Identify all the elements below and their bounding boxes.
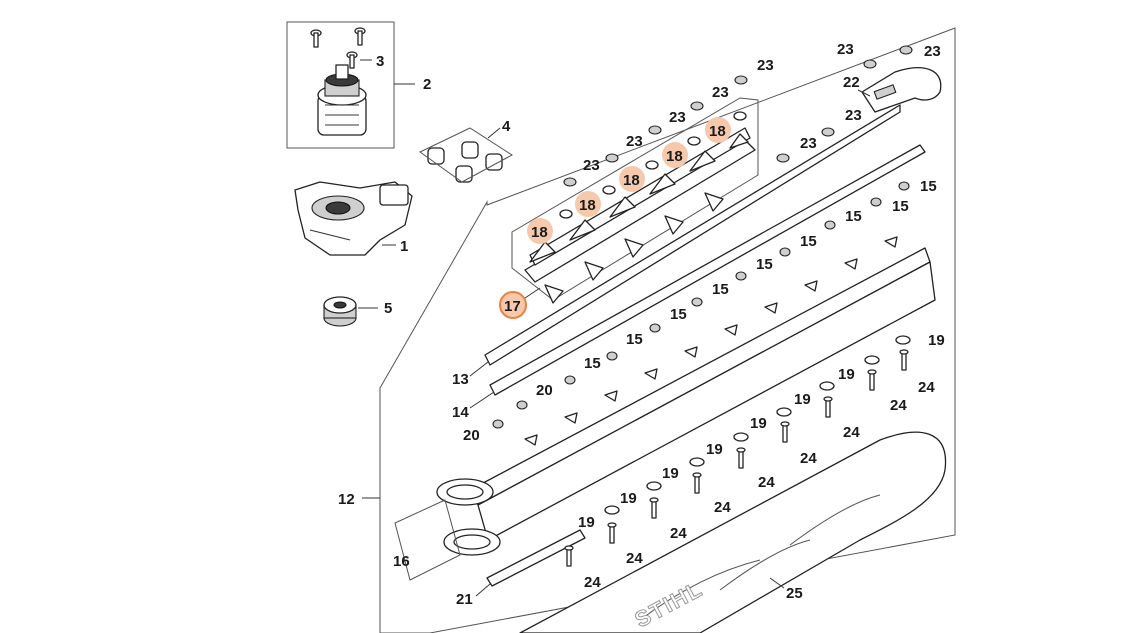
svg-text:19: 19 [750, 415, 767, 432]
washers-part-18 [559, 111, 747, 219]
svg-text:18: 18 [579, 197, 596, 214]
svg-text:15: 15 [920, 178, 937, 195]
callout-17: 17 [499, 291, 527, 319]
svg-text:23: 23 [837, 41, 854, 58]
callouts-18: 18 18 18 18 18 [527, 117, 731, 244]
guide-rail-part-13 [484, 104, 901, 366]
base-plate-part-16 [394, 499, 461, 581]
svg-text:17: 17 [504, 298, 521, 315]
blade-cover-part-25: STIHL [519, 431, 947, 633]
svg-text:23: 23 [669, 109, 686, 126]
callout-21: 21 [456, 591, 473, 608]
callout-14: 14 [452, 404, 469, 421]
svg-text:23: 23 [924, 43, 941, 60]
callout-2: 2 [423, 76, 431, 93]
spacer-rail-part-14 [489, 144, 926, 396]
callout-5: 5 [384, 300, 392, 317]
svg-text:18: 18 [623, 172, 640, 189]
svg-text:24: 24 [843, 424, 860, 441]
svg-text:15: 15 [756, 256, 773, 273]
svg-text:24: 24 [584, 574, 601, 591]
svg-text:23: 23 [626, 133, 643, 150]
svg-text:15: 15 [626, 331, 643, 348]
cutter-blade-set [524, 127, 756, 304]
gearbox-part [317, 64, 367, 136]
strip-part-21 [486, 529, 586, 587]
callout-13: 13 [452, 371, 469, 388]
svg-text:24: 24 [918, 379, 935, 396]
svg-text:15: 15 [892, 198, 909, 215]
svg-text:19: 19 [706, 441, 723, 458]
svg-text:19: 19 [662, 465, 679, 482]
svg-text:24: 24 [758, 474, 775, 491]
end-cap-part-22 [861, 67, 942, 113]
screw-part-3 [310, 27, 366, 69]
washers-part-19 [604, 335, 911, 515]
svg-text:18: 18 [709, 123, 726, 140]
svg-text:24: 24 [670, 525, 687, 542]
callout-20b: 20 [536, 382, 553, 399]
nuts-part-23 [563, 45, 913, 187]
gear-housing-part-1 [294, 181, 413, 256]
callouts-24: 24 24 24 24 24 24 24 24 24 [584, 379, 935, 591]
svg-text:23: 23 [583, 157, 600, 174]
callout-3: 3 [376, 53, 384, 70]
svg-text:19: 19 [928, 332, 945, 349]
gearbox-frame [286, 21, 395, 149]
svg-text:19: 19 [838, 366, 855, 383]
svg-text:23: 23 [845, 107, 862, 124]
svg-text:15: 15 [584, 355, 601, 372]
callouts-19: 19 19 19 19 19 19 19 19 [578, 332, 945, 531]
blade-teeth [524, 236, 898, 446]
svg-text:24: 24 [626, 550, 643, 567]
svg-text:15: 15 [670, 306, 687, 323]
callouts-15: 15 15 15 15 15 15 15 15 15 [584, 178, 937, 372]
svg-text:23: 23 [712, 84, 729, 101]
svg-text:15: 15 [845, 208, 862, 225]
screws-part-24 [564, 349, 909, 567]
svg-text:23: 23 [757, 57, 774, 74]
main-assembly-frame [379, 27, 956, 633]
bushing-part-4 [419, 127, 513, 183]
svg-text:19: 19 [794, 391, 811, 408]
svg-text:15: 15 [712, 281, 729, 298]
svg-text:15: 15 [800, 233, 817, 250]
callout-25: 25 [786, 585, 803, 602]
cutter-set-frame [511, 97, 759, 301]
callout-12: 12 [338, 491, 355, 508]
svg-text:23: 23 [800, 135, 817, 152]
blade-mount-lower [443, 528, 501, 556]
svg-text:19: 19 [620, 490, 637, 507]
callout-20a: 20 [463, 427, 480, 444]
blade-mount-upper [436, 478, 494, 506]
spacers-part-20 [492, 400, 528, 429]
callout-1: 1 [400, 238, 408, 255]
callouts-23: 23 23 23 23 23 23 23 23 23 [583, 41, 941, 174]
callout-22: 22 [843, 74, 860, 91]
callout-16: 16 [393, 553, 410, 570]
eccentric-part-5 [323, 296, 357, 327]
svg-text:19: 19 [578, 514, 595, 531]
svg-text:24: 24 [800, 450, 817, 467]
svg-text:24: 24 [890, 397, 907, 414]
spacers-part-15 [564, 181, 910, 385]
svg-text:18: 18 [531, 224, 548, 241]
callout-4: 4 [502, 118, 511, 135]
svg-text:24: 24 [714, 499, 731, 516]
svg-text:18: 18 [666, 148, 683, 165]
